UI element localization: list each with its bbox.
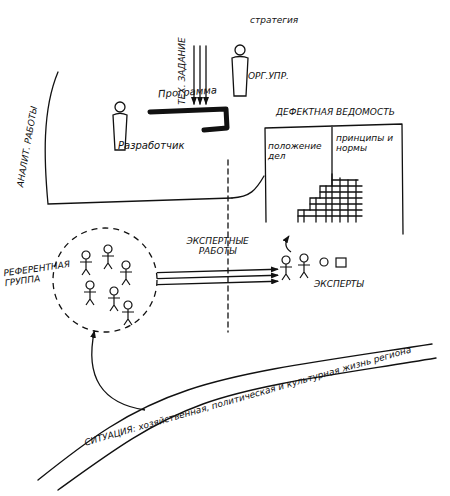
connector: [286, 236, 291, 252]
frame-line: [232, 176, 264, 198]
connector: [157, 269, 278, 284]
person-head: [115, 102, 125, 112]
person-figure: [232, 57, 248, 97]
state-cell: положение дел: [268, 142, 330, 168]
person-head: [235, 45, 245, 55]
node-text: ДЕФЕКТНАЯ ВЕДОМОСТЬ: [276, 108, 406, 118]
node-text: РЕФЕРЕНТНАЯ ГРУППА: [3, 261, 67, 289]
connector-line: [286, 236, 291, 252]
experts-group: ЭКСПЕРТЫ: [278, 252, 370, 296]
reference-group-circle: РЕФЕРЕНТНАЯ ГРУППА: [4, 225, 160, 335]
node-text: ЭКСПЕРТЫ: [314, 280, 374, 290]
connector-line: [157, 281, 278, 284]
defect-sheet-table: ДЕФЕКТНАЯ ВЕДОМОСТЬ положение дел принципы…: [262, 108, 404, 236]
task-label: ТЕХ. ЗАДАНИЕ: [178, 28, 188, 114]
frame-line: [45, 72, 232, 204]
node-text: положение дел: [268, 142, 330, 162]
situation-band: СИТУАЦИЯ: хозяйственная, политическая и …: [28, 330, 446, 490]
strategy-label: стратегия: [250, 16, 310, 26]
connector-line: [157, 275, 278, 278]
connector: [92, 331, 145, 410]
program-band: [150, 109, 227, 130]
connector-line: [92, 331, 145, 410]
experts-group-outline: [278, 252, 370, 296]
developer-label: Разработчик: [118, 140, 198, 151]
org-label: ОРГ.УПР.: [248, 72, 308, 82]
analysis-label: АНАЛИТ. РАБОТЫ: [14, 97, 41, 197]
edge-label: ЭКСПЕРТНЫЕ РАБОТЫ: [177, 237, 257, 257]
program-label: Программа: [158, 84, 229, 100]
norms-cell: принципы и нормы: [336, 134, 400, 164]
node-text: СИТУАЦИЯ: хозяйственная, политическая и …: [64, 340, 432, 454]
node-text: принципы и нормы: [336, 134, 400, 154]
connector-line: [157, 269, 278, 272]
defect-sheet-table-outline: [262, 108, 404, 236]
